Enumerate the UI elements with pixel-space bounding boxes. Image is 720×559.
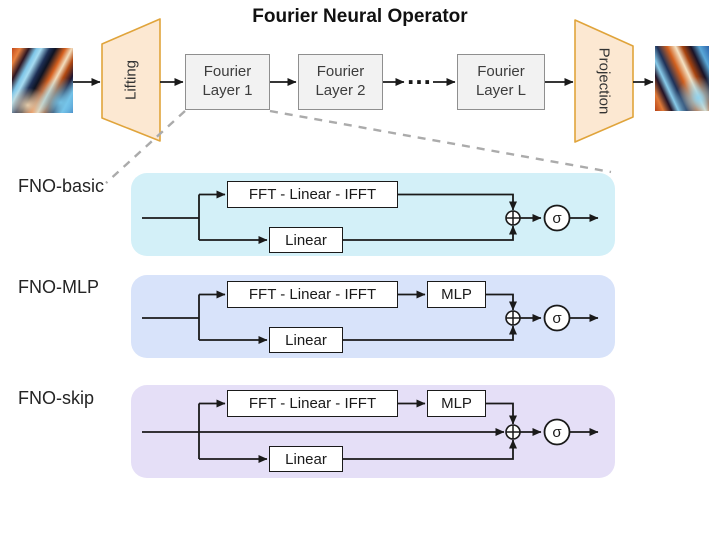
fno-mlp-connectors: σ — [142, 290, 599, 344]
skip-mlp-box: MLP — [427, 390, 486, 417]
mlp-mlp-box: MLP — [427, 281, 486, 308]
figure-title: Fourier Neural Operator — [252, 6, 468, 27]
panel-label-fno-skip: FNO-skip — [18, 388, 94, 408]
flow-arrow — [486, 402, 517, 425]
flow-arrow — [486, 293, 517, 311]
pipeline-connectors — [73, 18, 654, 184]
mlp-linear-box: Linear — [269, 327, 343, 353]
mlp-spectral-box: FFT - Linear - IFFT — [227, 281, 398, 308]
sigma-label: σ — [552, 310, 562, 327]
fno-skip-connectors: σ — [142, 399, 599, 463]
sigma-label: σ — [552, 424, 562, 441]
fourier-layer-L-box: Fourier Layer L — [457, 54, 545, 110]
plus-icon — [506, 211, 520, 225]
flow-arrow — [343, 225, 517, 241]
lifting-label: Lifting — [122, 59, 140, 101]
fno-basic-connectors: σ — [142, 190, 599, 244]
fourier-layer-L-line2: Layer L — [475, 82, 527, 99]
fourier-layer-1-line1: Fourier — [203, 63, 252, 81]
fourier-layer-2-line2: Layer 2 — [315, 82, 366, 99]
projection-label: Projection — [595, 47, 613, 115]
sigma-label: σ — [552, 210, 562, 227]
input-flow-field-image — [12, 48, 73, 113]
zoom-dashed-line-left — [105, 110, 186, 184]
skip-linear-box: Linear — [269, 446, 343, 472]
fourier-layer-L-line1: Fourier — [477, 63, 525, 81]
ellipsis-dots: … — [406, 60, 432, 90]
fourier-layer-2-line1: Fourier — [316, 63, 365, 81]
fourier-layer-1-box: Fourier Layer 1 — [185, 54, 270, 110]
zoom-dashed-line-right — [269, 109, 612, 174]
plus-icon — [506, 425, 520, 439]
plus-icon — [506, 311, 520, 325]
lifting-trapezoid — [101, 18, 161, 142]
output-flow-field-image — [655, 46, 709, 111]
panel-label-fno-basic: FNO-basic — [18, 176, 105, 196]
flow-arrow — [398, 193, 517, 211]
skip-spectral-box: FFT - Linear - IFFT — [227, 390, 398, 417]
projection-trapezoid — [574, 19, 634, 143]
basic-linear-box: Linear — [269, 227, 343, 253]
flow-arrow — [343, 325, 517, 341]
basic-spectral-box: FFT - Linear - IFFT — [227, 181, 398, 208]
panel-label-fno-mlp: FNO-MLP — [18, 277, 99, 297]
fourier-layer-1-line2: Layer 1 — [202, 82, 253, 99]
fourier-layer-2-box: Fourier Layer 2 — [298, 54, 383, 110]
flow-arrow — [343, 439, 517, 460]
